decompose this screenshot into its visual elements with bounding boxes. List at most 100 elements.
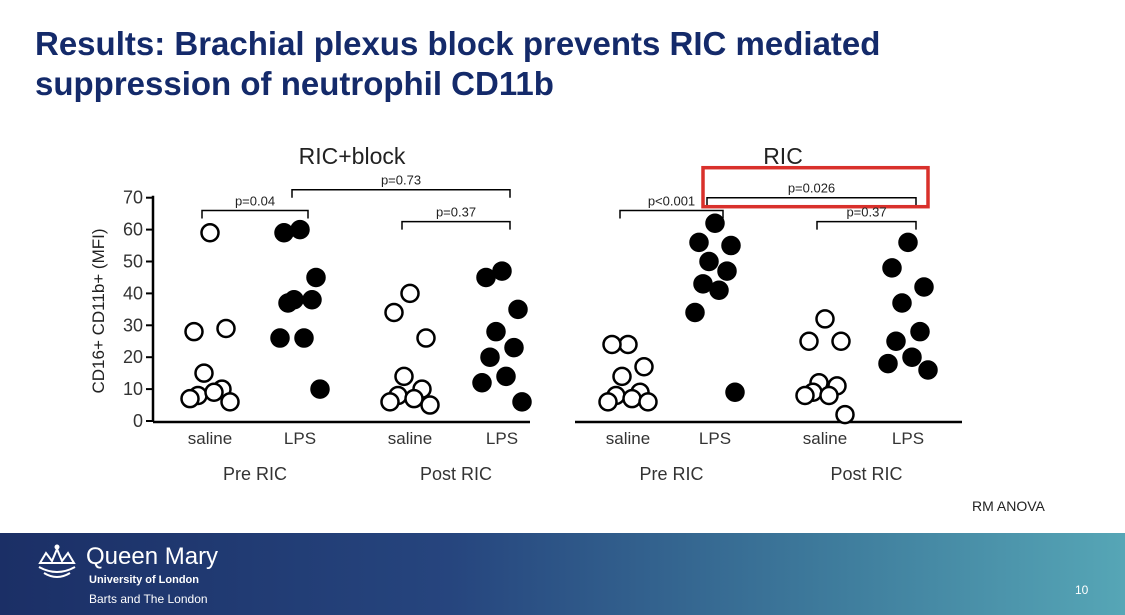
saline-point (815, 309, 835, 329)
lps-point (886, 331, 906, 351)
lps-point (892, 293, 912, 313)
slide-title: Results: Brachial plexus block prevents … (35, 24, 1095, 104)
lps-point (306, 267, 326, 288)
saline-point (598, 392, 618, 412)
stats-method-note: RM ANOVA (972, 498, 1045, 514)
university-name: University of London (89, 574, 199, 586)
x-tick-label: saline (388, 429, 432, 448)
lps-point (472, 372, 492, 393)
x-tick-label: LPS (892, 429, 924, 448)
x-tick-label: LPS (486, 429, 518, 448)
lps-point (709, 280, 729, 300)
significance-bracket (619, 209, 724, 219)
lps-point (302, 290, 322, 310)
lps-point (898, 232, 918, 253)
saline-point (184, 321, 204, 342)
p-value-label: p<0.001 (648, 193, 695, 208)
y-axis-label: CD16+ CD11b+ (MFI) (89, 228, 108, 393)
saline-point (835, 404, 855, 425)
lps-point (699, 251, 719, 272)
x-tick-label: saline (188, 429, 232, 448)
saline-point (612, 366, 632, 387)
x-tick-label: saline (803, 429, 847, 448)
significance-bracket (401, 220, 511, 230)
lps-point (721, 235, 741, 256)
y-tick-label: 60 (123, 220, 143, 240)
saline-point (180, 388, 200, 409)
lps-point (486, 321, 506, 342)
lps-point (274, 223, 294, 243)
saline-point (204, 382, 224, 403)
lps-point (685, 302, 705, 323)
saline-point (634, 357, 654, 377)
saline-point (819, 385, 839, 406)
saline-point (799, 331, 819, 351)
lps-point (278, 293, 298, 313)
saline-point (404, 388, 424, 409)
saline-point (400, 283, 420, 304)
y-tick-label: 40 (123, 283, 143, 303)
lps-point (496, 366, 516, 387)
lps-point (508, 299, 528, 320)
saline-point (200, 223, 220, 243)
crown-crest-icon (38, 544, 76, 578)
lps-point (492, 261, 512, 281)
footer-bar: Queen Mary University of London Barts an… (0, 533, 1125, 615)
brand-name: Queen Mary (86, 543, 219, 570)
lps-point (725, 382, 745, 403)
x-tick-label: LPS (699, 429, 731, 448)
saline-point (618, 334, 638, 355)
significance-bracket (706, 196, 917, 206)
lps-point (878, 353, 898, 374)
lps-point (480, 347, 500, 367)
lps-point (504, 337, 524, 358)
p-value-label: p=0.37 (436, 205, 476, 220)
lps-point (882, 258, 902, 278)
lps-point (918, 360, 938, 380)
p-value-label: p=0.026 (788, 181, 835, 196)
lps-point (910, 321, 930, 342)
lps-point (310, 379, 330, 399)
saline-point (380, 392, 400, 412)
group-label: Post RIC (420, 464, 492, 484)
significance-bracket (291, 188, 511, 198)
title-line-2: suppression of neutrophil CD11b (35, 65, 554, 102)
page-number: 10 (1075, 583, 1089, 597)
significance-bracket (201, 209, 309, 219)
lps-point (914, 277, 934, 297)
lps-point (270, 328, 290, 348)
lps-point (717, 261, 737, 281)
y-tick-label: 70 (123, 188, 143, 208)
title-line-1: Results: Brachial plexus block prevents … (35, 25, 881, 62)
lps-point (294, 328, 314, 348)
lps-point (705, 213, 725, 233)
saline-point (216, 318, 236, 339)
y-tick-label: 20 (123, 347, 143, 367)
saline-point (795, 385, 815, 406)
group-label: Pre RIC (223, 464, 287, 484)
lps-point (693, 274, 713, 294)
saline-point (420, 395, 440, 415)
x-tick-label: LPS (284, 429, 316, 448)
lps-point (902, 347, 922, 367)
saline-point (394, 366, 414, 387)
saline-point (416, 328, 436, 348)
lps-point (290, 219, 310, 240)
p-value-label: p=0.04 (235, 193, 275, 208)
significance-bracket (816, 220, 917, 230)
saline-point (194, 363, 214, 383)
p-value-label: p=0.73 (381, 173, 421, 188)
school-name: Barts and The London (89, 592, 208, 606)
y-tick-label: 0 (133, 411, 143, 431)
group-label: Pre RIC (639, 464, 703, 484)
saline-point (602, 334, 622, 355)
y-tick-label: 30 (123, 315, 143, 335)
highlight-box (701, 165, 930, 209)
saline-point (831, 331, 851, 351)
chart-title: RIC+block (299, 143, 406, 169)
saline-point (384, 302, 404, 323)
saline-point (638, 392, 658, 412)
group-label: Post RIC (830, 464, 902, 484)
lps-point (689, 232, 709, 253)
